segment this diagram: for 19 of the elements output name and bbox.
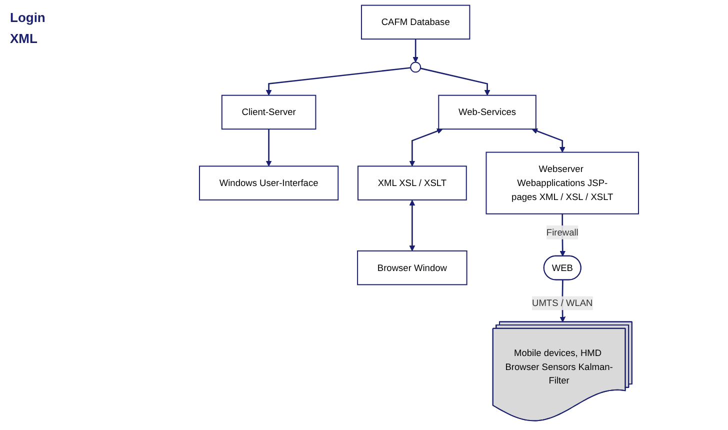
arrow [412, 39, 418, 62]
arrow [266, 67, 411, 96]
edge-label: UMTS / WLAN [532, 298, 593, 308]
node-box: XML XSL / XSLT [357, 166, 467, 200]
node-box: Webserver Webapplications JSP-pages XML / XSL / XSLT [486, 152, 639, 214]
note-label: XML [10, 31, 38, 46]
arrow [266, 129, 272, 166]
node-box: Browser Window [357, 250, 468, 286]
arrow [409, 128, 443, 166]
node-box: Windows User-Interface [199, 166, 339, 200]
arrow [532, 128, 566, 153]
arrow [420, 68, 490, 96]
node-box: CAFM Database [360, 4, 470, 40]
node-box: Web-Services [438, 94, 536, 130]
node-box: Client-Server [221, 94, 316, 130]
arrow [409, 200, 416, 252]
note-label: Login [10, 10, 46, 25]
edge-label: Firewall [546, 226, 578, 238]
node-circle [410, 62, 422, 73]
